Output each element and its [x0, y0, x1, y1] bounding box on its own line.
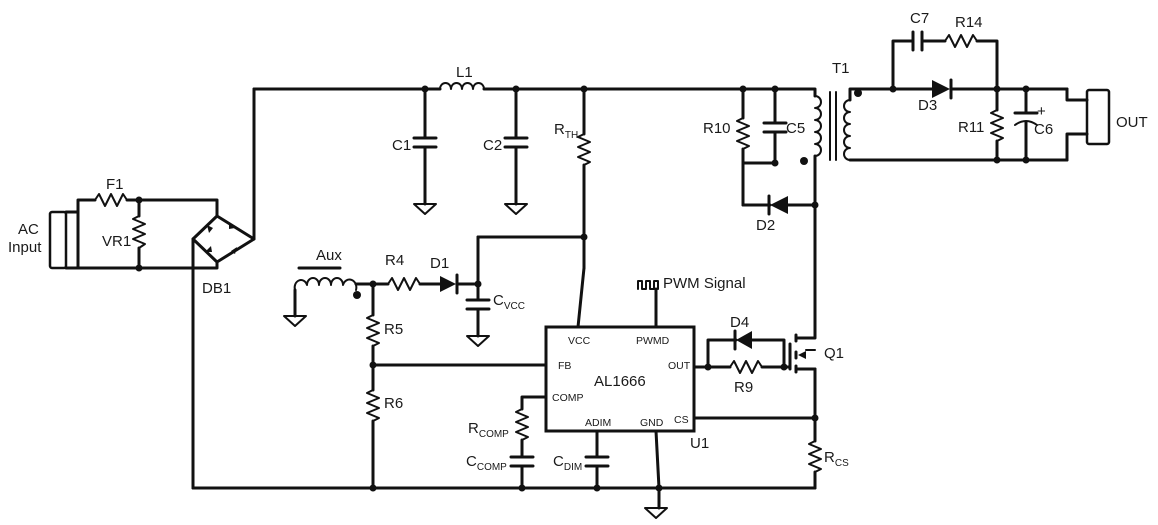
pwm-signal-input	[637, 280, 659, 329]
cvcc-label: CVCC	[493, 292, 525, 312]
ac-input-connector	[48, 210, 80, 270]
ac-input-label-line2: Input	[8, 239, 42, 256]
u1-ic-body	[544, 325, 696, 433]
pin-pwmd-label: PWMD	[636, 335, 670, 347]
r9-label: R9	[734, 379, 753, 396]
q1-label: Q1	[824, 345, 844, 362]
t1-transformer	[800, 87, 1069, 207]
r6-label: R6	[384, 395, 403, 412]
rcomp-label: RCOMP	[468, 420, 509, 440]
rth-resistor	[576, 87, 591, 329]
r4-resistor	[387, 277, 421, 291]
ac-input-label-line1: AC	[18, 221, 39, 238]
r10-label: R10	[703, 120, 731, 137]
c7-label: C7	[910, 10, 929, 27]
c6-polarity-label: +	[1037, 103, 1046, 120]
l1-label: L1	[456, 64, 473, 81]
ic-name-label: AL1666	[594, 373, 646, 390]
r11-label: R11	[958, 119, 984, 136]
gnd-connection	[644, 429, 668, 519]
c1-capacitor	[412, 87, 438, 215]
comp-network	[509, 395, 548, 490]
f1-fuse	[94, 193, 128, 207]
db1-bridge-rectifier	[191, 87, 256, 490]
f1-label: F1	[106, 176, 124, 193]
rth-label: RTH	[554, 121, 578, 141]
pin-vcc-label: VCC	[568, 335, 591, 347]
output-stage	[891, 30, 1111, 162]
u1-label: U1	[690, 435, 709, 452]
r5-label: R5	[384, 321, 403, 338]
c2-capacitor	[503, 87, 529, 215]
cdim-label: CDIM	[553, 453, 582, 473]
junction-dots	[135, 85, 1030, 492]
d3-label: D3	[918, 97, 937, 114]
pin-cs-label: CS	[674, 414, 689, 426]
pin-out-label: OUT	[668, 360, 691, 372]
gate-drive	[692, 329, 792, 374]
c2-label: C2	[483, 137, 502, 154]
vr1-label: VR1	[102, 233, 131, 250]
pin-comp-label: COMP	[552, 392, 584, 404]
q1-mosfet	[788, 203, 817, 420]
c1-label: C1	[392, 137, 411, 154]
cdim-capacitor	[584, 429, 610, 490]
snubber-network	[736, 87, 817, 216]
rcs-label: RCS	[824, 449, 849, 469]
aux-winding	[283, 266, 390, 327]
vr1-varistor	[132, 215, 146, 249]
cvcc-capacitor	[465, 235, 586, 347]
out-label: OUT	[1116, 114, 1148, 131]
d4-label: D4	[730, 314, 749, 331]
d1-diode	[440, 273, 480, 295]
d2-label: D2	[756, 217, 775, 234]
cs-sense	[692, 416, 822, 490]
c5-label: C5	[786, 120, 805, 137]
c6-label: C6	[1034, 121, 1053, 138]
aux-label: Aux	[316, 247, 342, 264]
r14-label: R14	[955, 14, 983, 31]
pin-gnd-label: GND	[640, 417, 664, 429]
pin-adim-label: ADIM	[585, 417, 611, 429]
t1-label: T1	[832, 60, 850, 77]
pwm-signal-label: PWM Signal	[663, 275, 746, 292]
r4-label: R4	[385, 252, 404, 269]
top-rail	[252, 87, 817, 98]
ccomp-label: CCOMP	[466, 453, 507, 473]
pin-fb-label: FB	[558, 360, 571, 372]
db1-label: DB1	[202, 280, 231, 297]
l1-inductor	[439, 82, 485, 90]
d1-label: D1	[430, 255, 449, 272]
